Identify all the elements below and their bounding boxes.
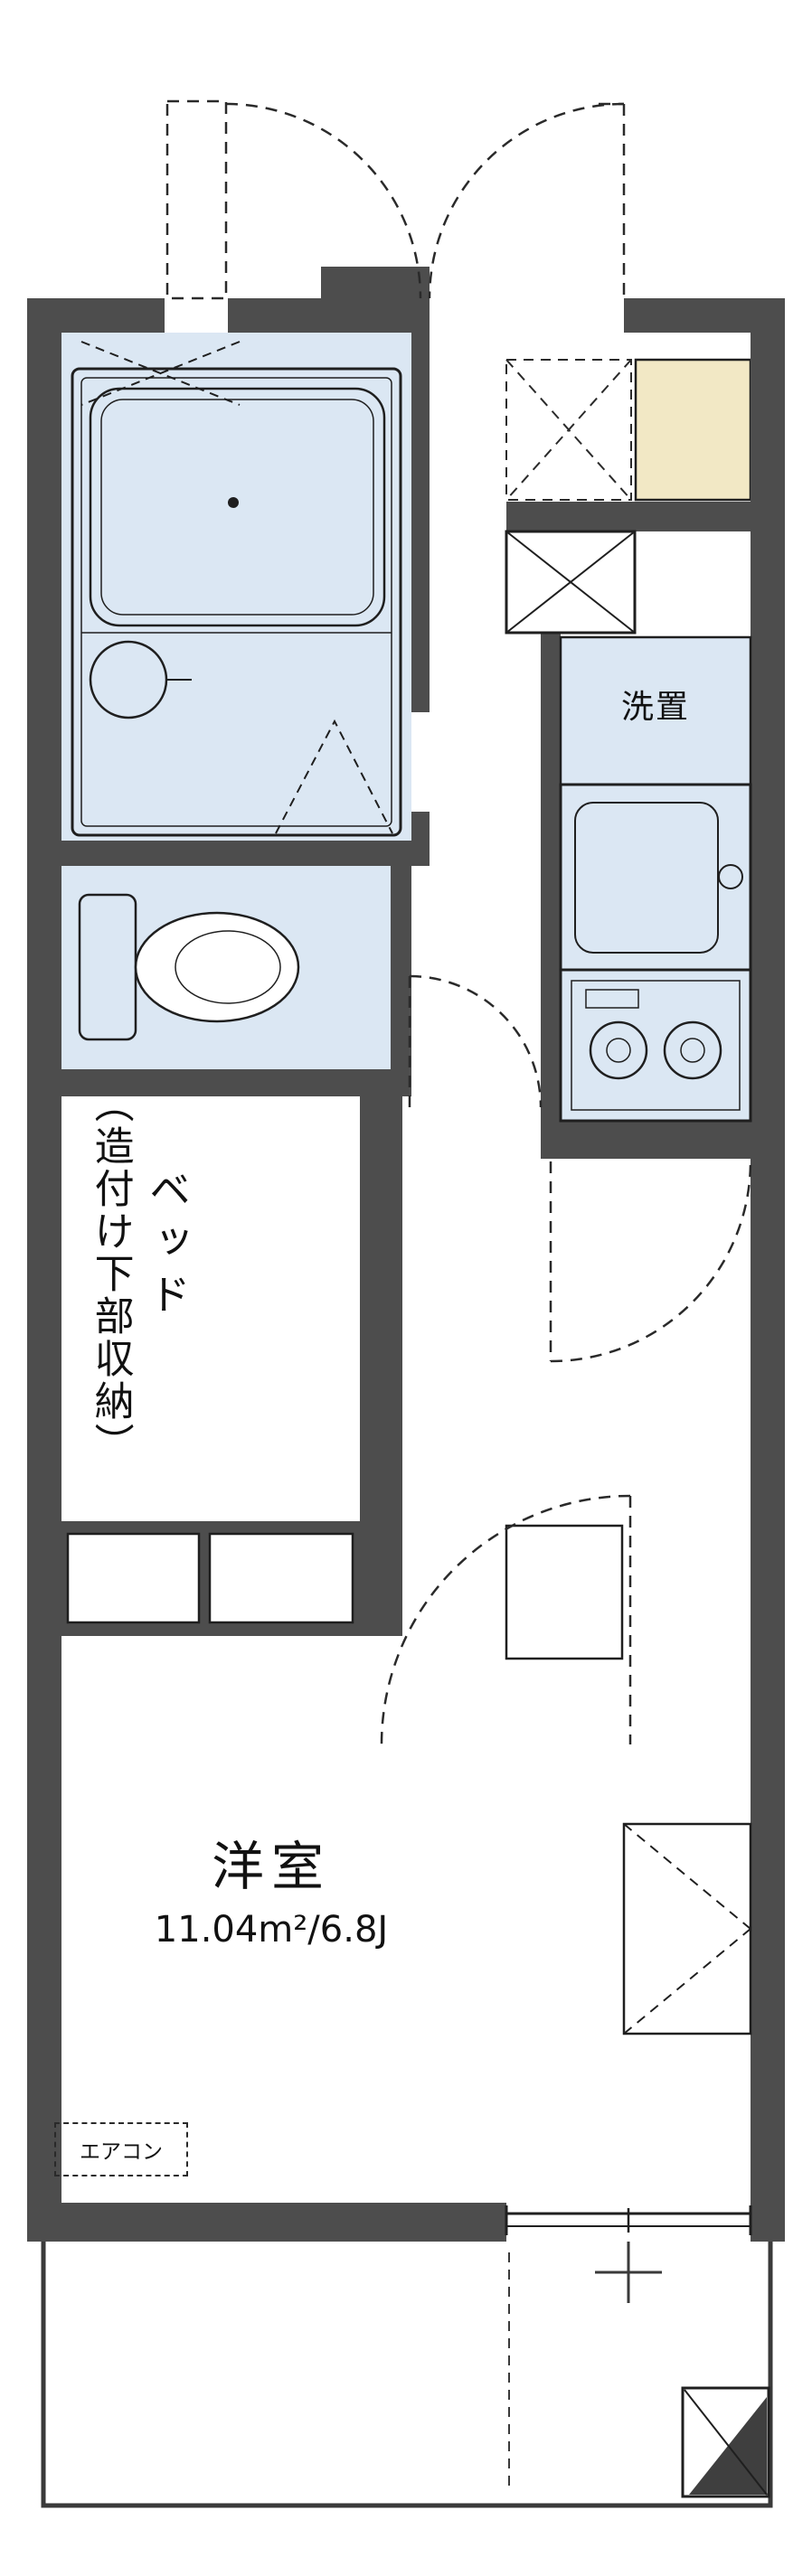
kitchen-stove: [559, 968, 752, 1123]
door-swing-arcs: [165, 99, 752, 1745]
built-in-bed-note: （造付け下部収納）: [87, 1083, 134, 1465]
small-door-leaf: [165, 99, 228, 300]
window: [505, 2205, 752, 2235]
built-in-bed-label: ベッド: [142, 1168, 192, 1325]
kitchen-stove-area: [561, 970, 751, 1121]
aircon-label: エアコン: [80, 2140, 163, 2164]
laundry-space: [561, 637, 751, 785]
fridge-space: [505, 1524, 624, 1660]
bathroom-floor: [61, 333, 411, 841]
sink-basin: [574, 802, 719, 954]
laundry-space-label: 洗置: [620, 689, 690, 726]
entrance-overhead-cabinet: [505, 359, 632, 501]
room-area-label: 11.04m²/6.8J: [154, 1909, 389, 1951]
kitchen-door-arc: [550, 1161, 752, 1363]
room-name-label: 洋室: [211, 1836, 331, 1897]
washbasin: [89, 640, 192, 719]
storage-x-box: [505, 530, 637, 635]
toilet: [78, 893, 300, 1041]
evacuation-hatch: [681, 2386, 770, 2498]
washroom-door-arc: [409, 974, 543, 1108]
folding-table-symbol: [622, 1822, 752, 2035]
entrance-door-arc: [428, 102, 625, 299]
shoe-cabinet: [634, 358, 752, 502]
bifold-door: [275, 719, 393, 834]
grill: [585, 989, 639, 1009]
storage-step-boxes: [66, 1532, 354, 1624]
overhead-shelf: [80, 341, 241, 406]
toilet-bowl: [134, 911, 300, 1023]
bathtub: [89, 387, 386, 627]
exterior-walls: [27, 267, 785, 2242]
aircon-box: エアコン: [54, 2122, 188, 2176]
balcony: [41, 2242, 773, 2508]
bathroom: [71, 341, 402, 837]
drain-dot: [228, 497, 239, 508]
kitchen-sink-area: [561, 785, 751, 970]
burner-right: [663, 1020, 722, 1080]
burner-left: [589, 1020, 648, 1080]
faucet: [718, 864, 743, 889]
room-fills: [61, 333, 751, 1121]
small-door-arc: [225, 102, 422, 299]
